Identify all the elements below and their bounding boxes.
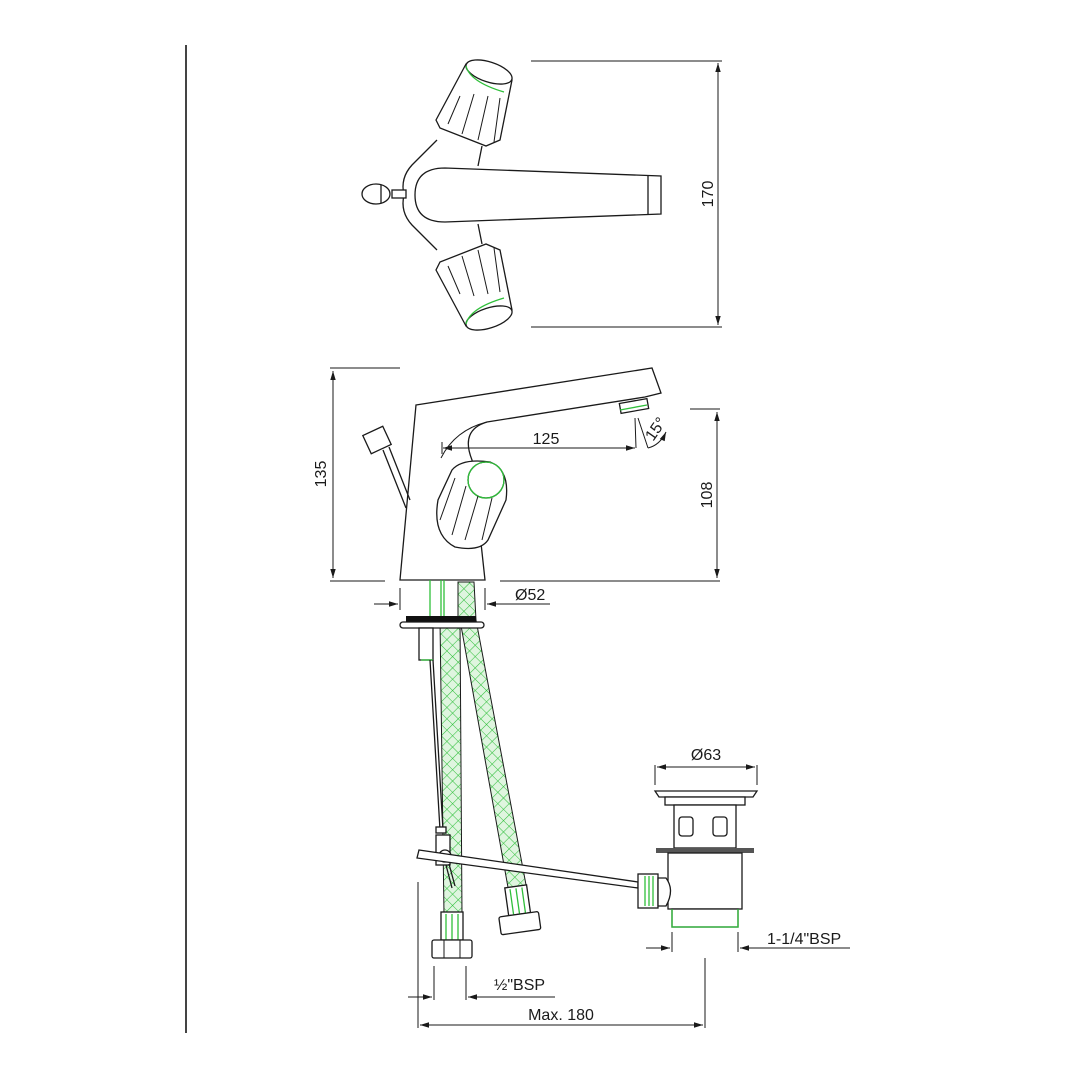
pop-up-waste: Ø63 1-1/4"BSP (637, 747, 850, 952)
side-handle (436, 460, 508, 550)
side-view: 135 108 125 15° Ø52 (313, 367, 720, 610)
dim-spout-angle: 15° (642, 415, 670, 445)
dim-base-diameter: Ø52 (515, 587, 545, 604)
bottom-dimensions: ½"BSP Max. 180 (408, 882, 706, 1028)
dim-waste-thread: 1-1/4"BSP (767, 931, 841, 948)
under-basin-fittings (399, 580, 639, 959)
popup-knob-top (361, 183, 391, 205)
top-handle-lower (435, 243, 513, 331)
side-body (399, 367, 662, 581)
dim-top-depth: 170 (700, 181, 717, 208)
dim-overall-height: 135 (313, 461, 330, 488)
dim-hose-thread: ½"BSP (494, 977, 545, 994)
hose-right (459, 619, 528, 894)
dim-max-distance: Max. 180 (528, 1007, 594, 1024)
dim-spout-height: 108 (699, 482, 716, 509)
dim-spout-reach: 125 (533, 431, 560, 448)
dim-waste-diameter: Ø63 (691, 747, 721, 764)
top-view: 170 (361, 59, 722, 331)
top-spout (414, 167, 662, 223)
top-handle-upper (435, 59, 513, 147)
